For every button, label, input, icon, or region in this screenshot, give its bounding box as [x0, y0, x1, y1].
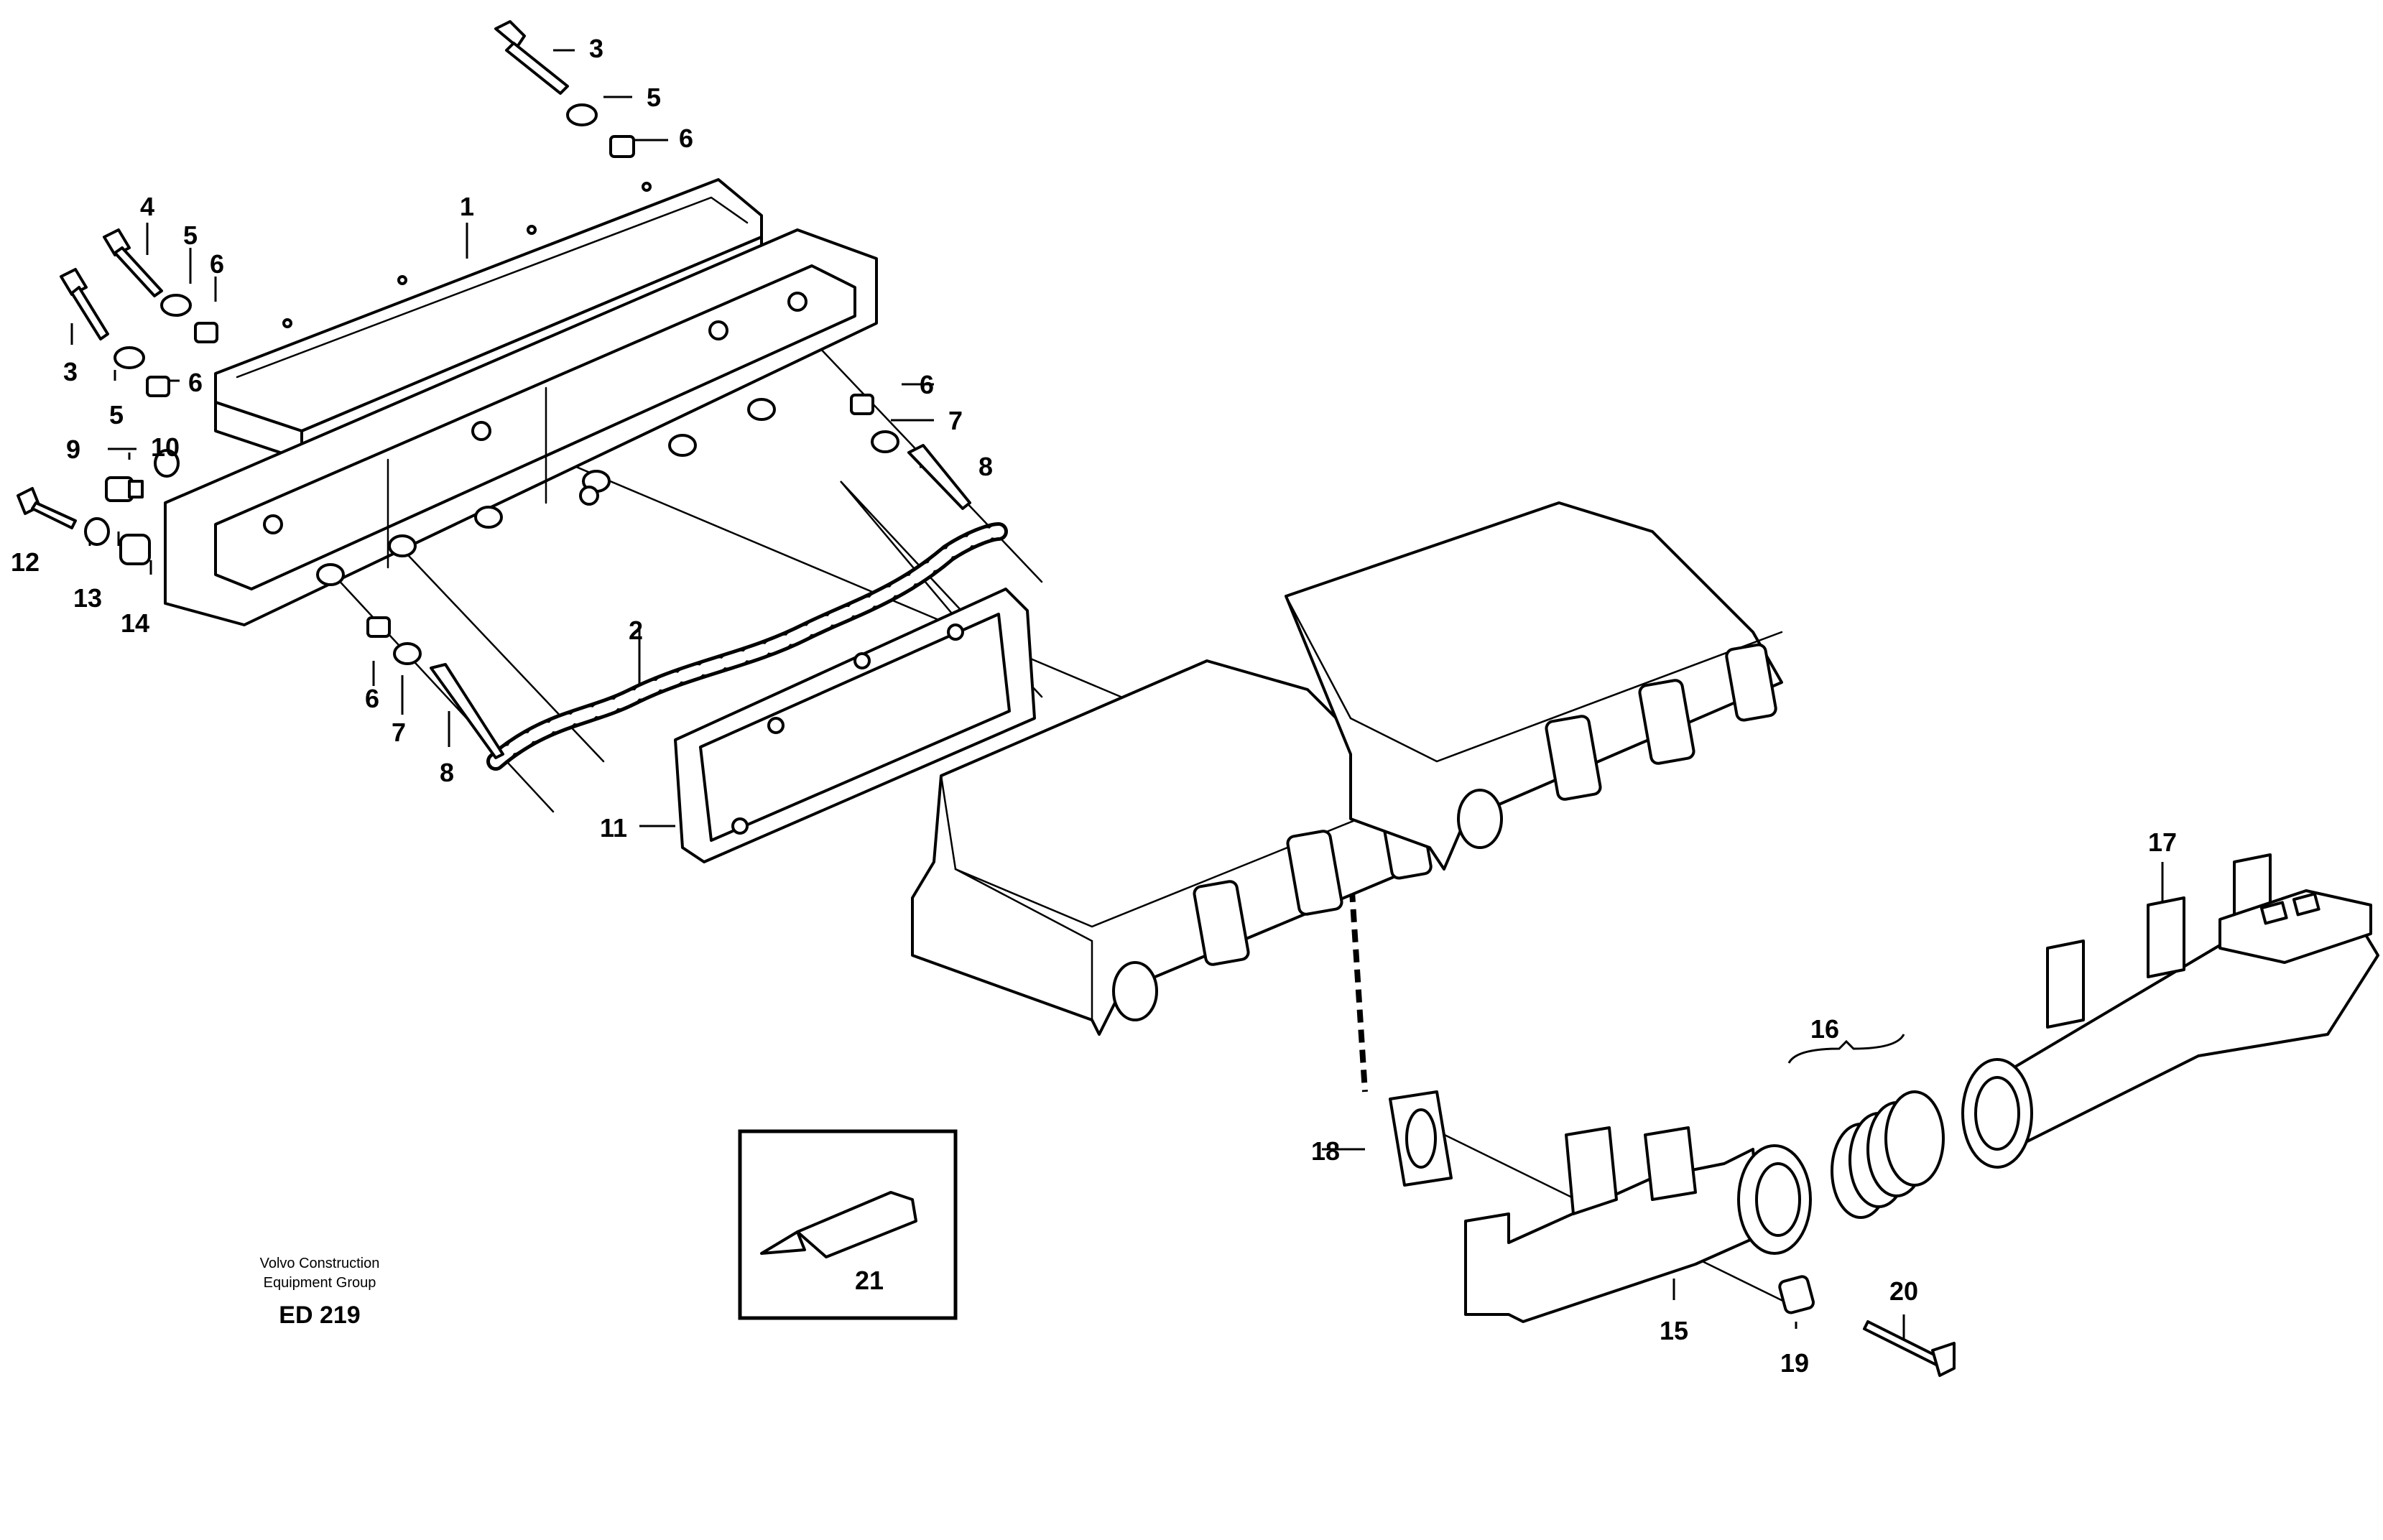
bolt-12	[17, 487, 77, 529]
bolt-4	[103, 228, 163, 297]
plug-9	[105, 476, 144, 502]
washer-5-a	[160, 294, 192, 317]
washer-7-b	[393, 642, 422, 665]
spacer-14	[119, 534, 151, 565]
callout-7-b: 7	[392, 718, 406, 747]
callout-21: 21	[855, 1266, 884, 1295]
callout-9: 9	[66, 435, 80, 464]
company-line-1: Volvo Construction	[260, 1256, 380, 1271]
callout-16: 16	[1810, 1014, 1839, 1044]
callout-1: 1	[460, 192, 474, 221]
callout-labels: 3 5 6 1 4 5 6 3 5 6 6 7 8 9 10 12 13 14 …	[11, 34, 2177, 1378]
callout-19: 19	[1780, 1348, 1809, 1378]
callout-7-a: 7	[948, 406, 963, 435]
footer-block: Volvo Construction Equipment Group ED 21…	[260, 1256, 380, 1329]
nut-6-c	[850, 394, 874, 415]
callout-3-left: 3	[63, 357, 78, 386]
part-2-heater-element	[486, 522, 1008, 771]
cylinder-head-rear	[1285, 501, 1783, 871]
bolt-3-top	[494, 20, 569, 95]
callout-2: 2	[629, 616, 643, 645]
bolt-3-left	[60, 268, 109, 340]
callout-11: 11	[600, 813, 627, 843]
part-21-sealant-inset	[738, 1129, 958, 1320]
callout-17: 17	[2148, 827, 2177, 857]
callout-20: 20	[1889, 1276, 1918, 1306]
washer-5-top	[566, 103, 598, 126]
callout-6-b: 6	[188, 368, 203, 397]
nut-6-d	[366, 616, 391, 638]
callout-5-a: 5	[183, 221, 198, 250]
nut-6-top	[609, 135, 635, 158]
callout-8-a: 8	[978, 452, 993, 481]
callout-14: 14	[121, 608, 149, 638]
callout-12: 12	[11, 547, 40, 577]
stud-8-b	[430, 663, 504, 759]
callout-13: 13	[73, 583, 102, 613]
part-17-exhaust-manifold	[1961, 853, 2379, 1169]
callout-3-top: 3	[589, 34, 603, 63]
nut-6-a	[194, 322, 218, 343]
bolt-20	[1863, 1320, 1956, 1377]
callout-5-top: 5	[647, 83, 661, 112]
callout-8-b: 8	[440, 758, 454, 787]
callout-6-d: 6	[365, 684, 379, 713]
callout-5-b: 5	[109, 400, 124, 430]
part-16-bellows	[1831, 1090, 1945, 1219]
nut-6-b	[146, 376, 170, 397]
intake-housing	[164, 228, 878, 626]
callout-18: 18	[1311, 1136, 1340, 1166]
washer-7-a	[871, 430, 899, 453]
company-line-2: Equipment Group	[264, 1275, 376, 1291]
washer-5-b	[114, 346, 145, 369]
cylinder-head-front	[911, 659, 1433, 1036]
part-11-gasket	[674, 588, 1036, 863]
callout-4: 4	[140, 192, 154, 221]
part-15-exhaust-manifold	[1464, 1126, 1812, 1323]
part-18-flange-gasket	[1389, 1090, 1453, 1187]
washer-10	[154, 449, 180, 478]
stud-8-a	[907, 444, 971, 510]
washer-13	[84, 517, 110, 546]
callout-6-a: 6	[210, 249, 224, 279]
leader-lines	[70, 49, 2164, 1343]
sleeve-19	[1778, 1275, 1815, 1314]
callout-6-c: 6	[920, 370, 934, 399]
callout-10: 10	[151, 432, 180, 462]
callout-15: 15	[1660, 1316, 1688, 1345]
callout-6-top: 6	[679, 124, 693, 153]
drawing-code: ED 219	[279, 1302, 360, 1329]
